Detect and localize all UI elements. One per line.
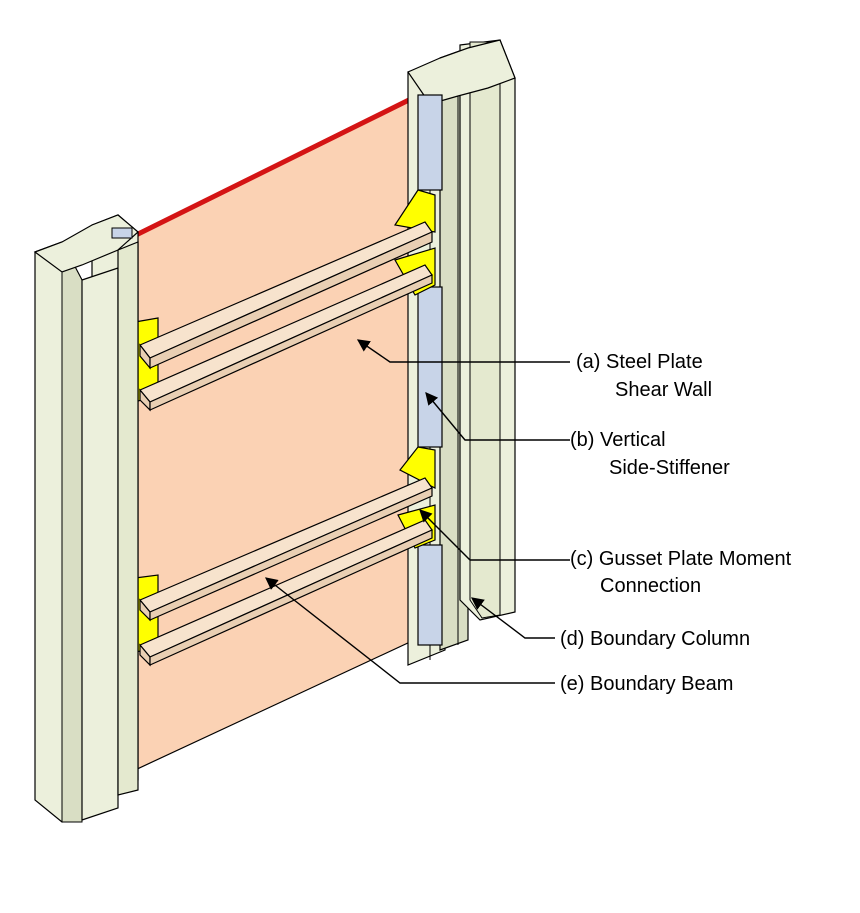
leader-c (419, 509, 570, 561)
left-boundary-column (33, 214, 139, 823)
leader-e (265, 577, 555, 684)
vertical-side-stiffener (417, 94, 443, 646)
panel-top-edge (128, 89, 427, 241)
label-c-line2: Connection (600, 575, 702, 597)
label-d: (d) Boundary Column (560, 628, 751, 650)
label-a-line1: (a) Steel Plate (576, 351, 703, 373)
label-c-line1: (c) Gusset Plate Moment (570, 548, 792, 570)
boundary-beam-upper (139, 221, 433, 412)
leader-lines (265, 339, 570, 684)
leader-a (356, 339, 570, 363)
label-b-line2: Side-Stiffener (609, 457, 730, 479)
label-b-line1: (b) Vertical (570, 429, 666, 451)
leader-d (470, 597, 555, 639)
label-e: (e) Boundary Beam (560, 673, 734, 695)
leader-b (425, 392, 570, 441)
label-a-line2: Shear Wall (615, 379, 713, 401)
